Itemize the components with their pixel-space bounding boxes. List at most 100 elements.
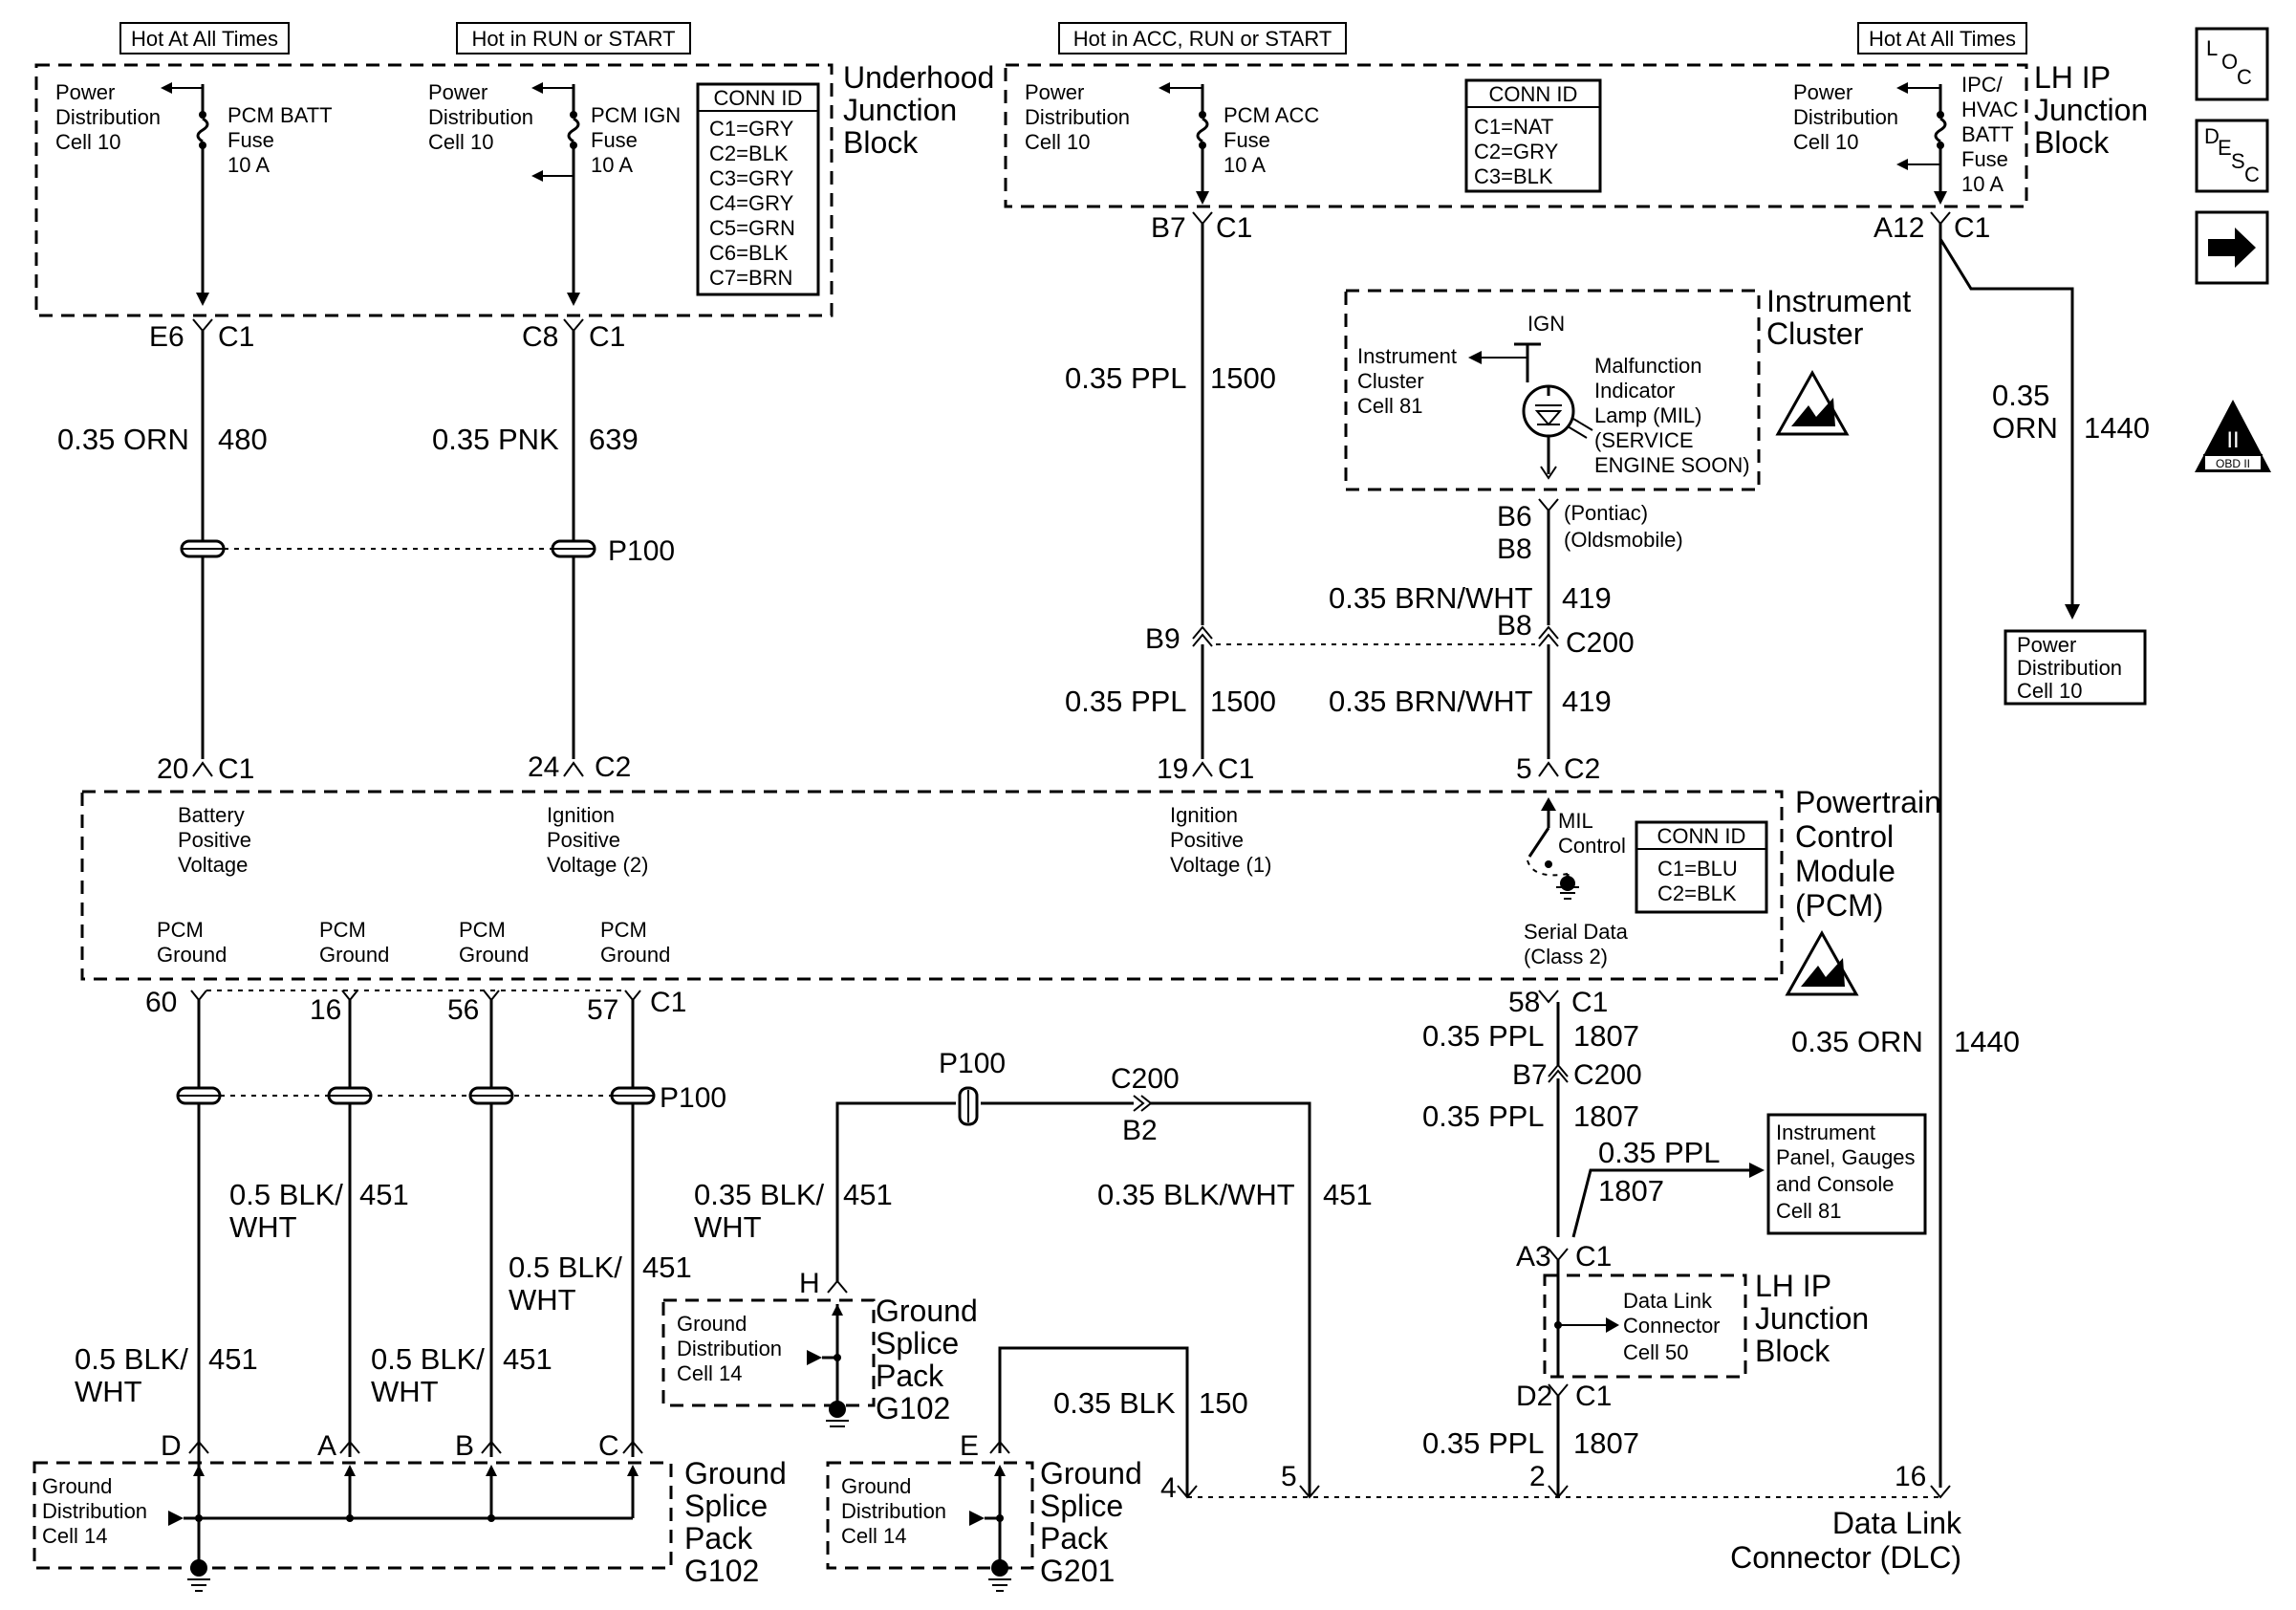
svg-text:C2=BLK: C2=BLK [1657,881,1737,905]
header-hot-all-times-1: Hot At All Times [119,22,290,54]
svg-text:Ground: Ground [841,1474,911,1498]
svg-text:0.35 BRN/WHT: 0.35 BRN/WHT [1329,581,1533,615]
svg-text:Power: Power [2017,633,2076,657]
svg-text:C1: C1 [589,321,625,353]
svg-text:Ignition: Ignition [1170,803,1238,827]
svg-text:PCM: PCM [319,918,366,942]
svg-text:0.35 PNK: 0.35 PNK [432,423,559,456]
svg-text:PCM ACC: PCM ACC [1224,103,1319,127]
svg-text:1440: 1440 [1954,1025,2020,1058]
svg-text:Powertrain: Powertrain [1795,785,1941,819]
svg-text:C5=GRN: C5=GRN [709,216,795,240]
svg-text:60: 60 [145,987,177,1018]
svg-text:C1: C1 [1575,1381,1612,1412]
svg-text:WHT: WHT [694,1210,762,1244]
svg-text:0.5 BLK/: 0.5 BLK/ [229,1178,343,1211]
svg-text:24: 24 [528,751,559,783]
wire-1440: 0.35 ORN 1440 0.35 ORN 1440 [1791,224,2150,1488]
svg-text:H: H [799,1268,820,1299]
svg-text:Ground: Ground [600,943,670,967]
instrument-cluster: Instrument Cluster IGN Instrument Cluste… [1344,284,1911,565]
power-distribution-cell10-box: Power Distribution Cell 10 [2004,629,2147,706]
svg-text:Block: Block [2034,125,2110,160]
svg-text:OBD II: OBD II [2216,457,2250,470]
svg-text:20: 20 [157,753,188,785]
svg-text:Data Link: Data Link [1623,1289,1713,1313]
svg-text:P100: P100 [660,1082,726,1114]
svg-text:WHT: WHT [509,1283,576,1316]
splice-p100-upper: P100 [180,535,675,567]
svg-text:Ground: Ground [876,1294,978,1328]
svg-text:D: D [2204,124,2220,148]
svg-text:Battery: Battery [178,803,245,827]
description-icon[interactable]: D E S C [2195,119,2269,193]
svg-text:0.35 PPL: 0.35 PPL [1065,361,1187,395]
svg-text:Fuse: Fuse [1224,128,1270,152]
svg-text:C: C [2244,163,2260,186]
svg-text:Connector (DLC): Connector (DLC) [1730,1540,1961,1575]
svg-text:2: 2 [1529,1461,1546,1492]
next-page-arrow-icon[interactable] [2195,210,2269,285]
svg-text:A: A [317,1430,336,1462]
svg-text:Hot At All Times: Hot At All Times [131,27,278,51]
svg-text:C8: C8 [522,321,558,353]
wire-1500: 0.35 PPL 1500 0.35 PPL 1500 [1065,224,1276,759]
svg-text:Splice: Splice [684,1489,768,1523]
svg-text:G201: G201 [1040,1554,1115,1588]
svg-text:LH IP: LH IP [2034,60,2111,95]
svg-text:Positive: Positive [1170,828,1244,852]
svg-text:L: L [2206,36,2218,60]
svg-text:0.35 PPL: 0.35 PPL [1598,1136,1721,1169]
svg-text:Hot in ACC, RUN or START: Hot in ACC, RUN or START [1073,27,1332,51]
svg-text:Cell 50: Cell 50 [1623,1340,1688,1364]
svg-text:Voltage (2): Voltage (2) [547,853,648,877]
svg-text:0.35 BLK/WHT: 0.35 BLK/WHT [1097,1178,1295,1211]
svg-text:B7: B7 [1512,1059,1548,1091]
svg-text:Hot At All Times: Hot At All Times [1869,27,2016,51]
wire-480: 0.35 ORN 480 [57,331,268,759]
svg-text:Cell 10: Cell 10 [1793,130,1858,154]
svg-text:Distribution: Distribution [42,1499,147,1523]
svg-text:and Console: and Console [1776,1172,1895,1196]
svg-text:Fuse: Fuse [1961,147,2008,171]
svg-text:Cell 10: Cell 10 [428,130,493,154]
svg-text:4: 4 [1160,1472,1177,1504]
svg-text:0.35 ORN: 0.35 ORN [57,423,189,456]
svg-text:S: S [2231,149,2245,173]
svg-text:C1=GRY: C1=GRY [709,117,794,141]
svg-text:0.5 BLK/: 0.5 BLK/ [371,1342,485,1376]
wire-451-middle: P100 C200 B2 0.35 BLK/ WHT 451 0.35 BLK/… [694,1048,1373,1497]
svg-text:B6: B6 [1497,501,1532,533]
svg-text:C1=NAT: C1=NAT [1474,115,1553,139]
svg-text:451: 451 [642,1251,692,1284]
svg-text:Distribution: Distribution [1025,105,1130,129]
svg-text:Instrument: Instrument [1766,284,1911,318]
svg-text:1807: 1807 [1573,1019,1639,1053]
svg-text:Panel, Gauges: Panel, Gauges [1776,1145,1916,1169]
svg-text:Voltage: Voltage [178,853,248,877]
svg-text:Junction: Junction [2034,93,2148,127]
svg-text:0.35 BRN/WHT: 0.35 BRN/WHT [1329,685,1533,718]
svg-text:0.35 ORN: 0.35 ORN [1791,1025,1923,1058]
svg-text:A12: A12 [1874,212,1924,244]
svg-text:451: 451 [359,1178,409,1211]
location-icon[interactable]: L O C [2195,27,2269,101]
ground-splice-pack-g201: E Ground Distribution Cell 14 Ground Spl… [826,1346,1248,1592]
svg-text:PCM: PCM [459,918,506,942]
svg-text:HVAC: HVAC [1961,98,2019,121]
svg-text:CONN ID: CONN ID [1657,824,1746,848]
svg-text:5: 5 [1281,1461,1297,1492]
svg-text:419: 419 [1562,581,1612,615]
svg-text:C1: C1 [1218,753,1254,785]
svg-text:Distribution: Distribution [841,1499,946,1523]
svg-text:C1: C1 [1575,1241,1612,1273]
ground-splice-pack-g102-small: H Ground Distribution Cell 14 Ground Spl… [661,1268,978,1427]
svg-text:Cluster: Cluster [1357,369,1424,393]
svg-text:(SERVICE: (SERVICE [1594,428,1694,452]
svg-text:150: 150 [1199,1386,1248,1420]
svg-text:A3: A3 [1516,1241,1551,1273]
instrument-panel-gauges-box: Instrument Panel, Gauges and Console Cel… [1766,1113,1927,1235]
svg-text:0.5 BLK/: 0.5 BLK/ [509,1251,622,1284]
svg-text:0.35 PPL: 0.35 PPL [1065,685,1187,718]
svg-text:C2: C2 [595,751,631,783]
